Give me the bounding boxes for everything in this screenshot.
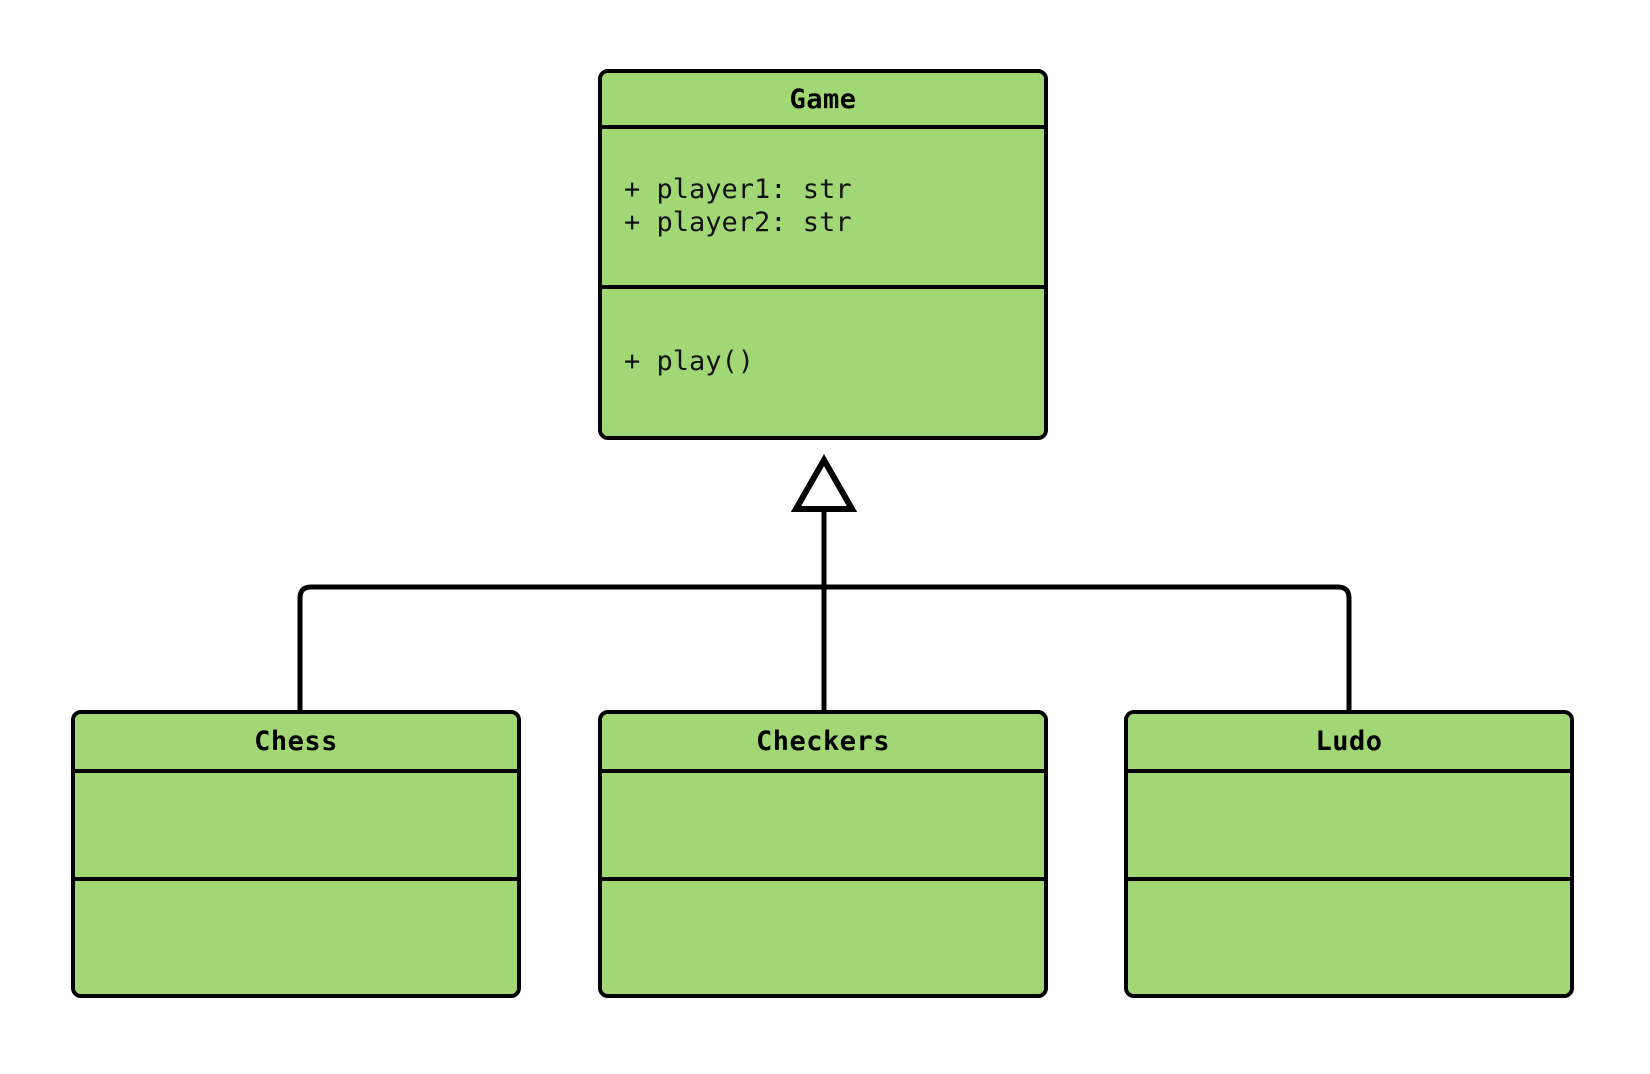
class-name-ludo: Ludo (1128, 714, 1570, 773)
attribute-item: + player2: str (624, 207, 852, 238)
attributes-compartment-checkers (602, 773, 1044, 881)
inheritance-triangle-icon (790, 453, 858, 512)
class-name-checkers: Checkers (602, 714, 1044, 773)
methods-compartment-checkers (602, 881, 1044, 994)
generalization-bus (297, 584, 1352, 710)
uml-class-checkers[interactable]: Checkers (598, 710, 1048, 998)
attributes-compartment-ludo (1128, 773, 1570, 881)
class-name-chess: Chess (75, 714, 517, 773)
attributes-compartment-chess (75, 773, 517, 881)
method-item: + play() (624, 346, 755, 378)
attributes-compartment-game: + player1: str + player2: str (602, 129, 1044, 289)
methods-compartment-ludo (1128, 881, 1570, 994)
attribute-item: + player1: str (624, 174, 852, 206)
uml-class-chess[interactable]: Chess (71, 710, 521, 998)
uml-class-game[interactable]: Game + player1: str + player2: str + pla… (598, 69, 1048, 440)
class-name-game: Game (602, 73, 1044, 129)
uml-class-ludo[interactable]: Ludo (1124, 710, 1574, 998)
methods-compartment-game: + play() (602, 289, 1044, 436)
methods-compartment-chess (75, 881, 517, 994)
